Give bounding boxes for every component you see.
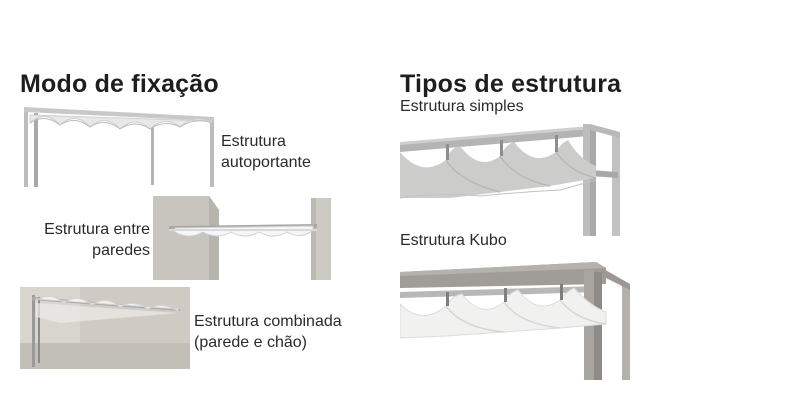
- combined-label-line2: (parede e chão): [194, 334, 307, 351]
- simple-structure-illustration: [400, 124, 620, 236]
- fixation-heading: Modo de fixação: [20, 70, 219, 98]
- combined-label: Estrutura combinada (parede e chão): [194, 311, 342, 353]
- between-walls-label: Estrutura entre paredes: [20, 219, 150, 261]
- kubo-structure-label: Estrutura Kubo: [400, 232, 507, 249]
- between-walls-label-line2: paredes: [92, 242, 150, 259]
- self-supporting-label-line2: autoportante: [221, 154, 311, 171]
- structure-types-heading: Tipos de estrutura: [400, 70, 622, 98]
- self-supporting-label-line1: Estrutura: [221, 133, 286, 150]
- between-walls-structure-illustration: [153, 196, 331, 280]
- self-supporting-structure-illustration: [24, 107, 214, 187]
- self-supporting-label: Estrutura autoportante: [221, 131, 311, 173]
- kubo-structure-illustration: [400, 262, 630, 380]
- combined-structure-illustration: [20, 287, 190, 369]
- combined-label-line1: Estrutura combinada: [194, 313, 342, 330]
- between-walls-label-line1: Estrutura entre: [44, 221, 150, 238]
- simple-structure-label: Estrutura simples: [400, 98, 524, 115]
